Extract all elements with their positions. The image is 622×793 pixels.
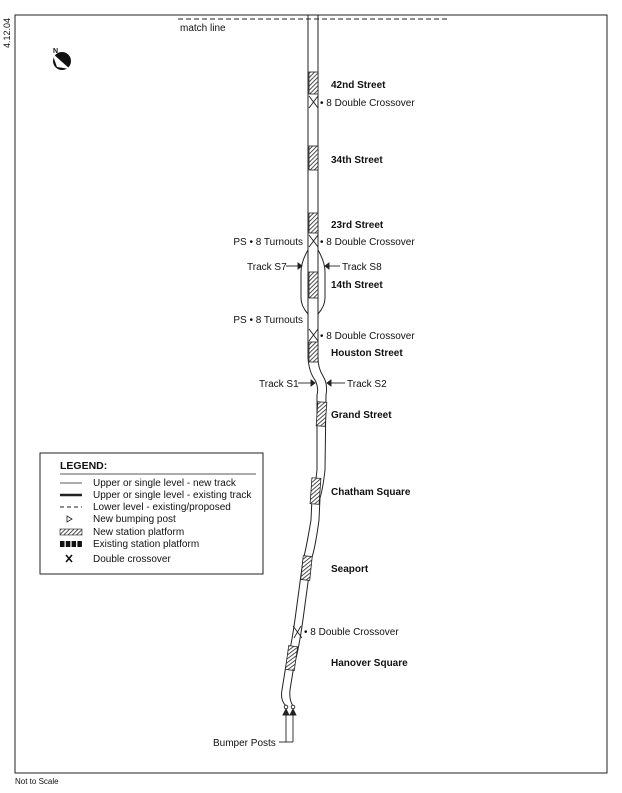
legend-item-lower-level: Lower level - existing/proposed — [93, 502, 231, 513]
legend-item-existing-platform: Existing station platform — [93, 539, 199, 550]
svg-text:N: N — [53, 48, 58, 55]
platform-chatham-square — [309, 477, 322, 505]
station-label-34th-street: 34th Street — [331, 155, 383, 166]
legend-item-existing-track: Upper or single level - existing track — [93, 490, 252, 501]
annotation-crossover-42nd: • 8 Double Crossover — [320, 98, 415, 109]
crossover-42nd — [308, 95, 319, 109]
bumper-posts-leader — [279, 707, 297, 743]
annotation-crossover-seaport: • 8 Double Crossover — [304, 627, 399, 638]
station-label-23rd-street: 23rd Street — [331, 220, 384, 231]
bumping-post-icons — [283, 704, 296, 710]
platform-seaport — [300, 555, 313, 581]
annotation-crossover-houston: • 8 Double Crossover — [320, 331, 415, 342]
platform-hanover-square — [284, 645, 299, 672]
station-label-seaport: Seaport — [331, 564, 369, 575]
double-crossovers — [292, 95, 319, 639]
legend-item-new-track: Upper or single level - new track — [93, 478, 237, 489]
legend-title: LEGEND: — [60, 460, 107, 472]
annotation-track-s1: Track S1 — [259, 379, 299, 390]
legend-symbol-new-platform — [59, 528, 83, 536]
station-platforms — [284, 71, 328, 672]
annotation-turnouts-south: PS • 8 Turnouts — [233, 315, 303, 326]
annotation-track-s8: Track S8 — [342, 262, 382, 273]
legend: LEGEND: Upper or single level - new trac… — [39, 452, 264, 575]
footer-not-to-scale: Not to Scale — [15, 777, 59, 786]
annotation-bumper-posts: Bumper Posts — [213, 738, 276, 749]
station-label-chatham-square: Chatham Square — [331, 487, 411, 498]
page-code: 4.12.04 — [2, 18, 12, 48]
platform-houston-street — [308, 341, 319, 363]
annotation-track-s7: Track S7 — [247, 262, 287, 273]
bumping-post-icon — [66, 515, 73, 523]
legend-box — [39, 452, 264, 575]
station-label-hanover-square: Hanover Square — [331, 658, 408, 669]
annotation-track-s2: Track S2 — [347, 379, 387, 390]
crossover-houston — [308, 328, 319, 342]
platform-42nd-street — [308, 71, 319, 95]
platform-23rd-street — [308, 212, 319, 234]
station-label-42nd-street: 42nd Street — [331, 80, 386, 91]
crossover-23rd — [308, 234, 319, 248]
page-frame — [14, 14, 608, 774]
north-arrow-icon: N — [52, 48, 71, 70]
track-s8-loop — [317, 249, 326, 315]
platform-34th-street — [308, 145, 319, 171]
platform-14th-street — [308, 271, 319, 299]
arrow-track-s2 — [326, 379, 345, 387]
match-line-label: match line — [180, 23, 226, 34]
legend-symbol-existing-platform — [60, 541, 82, 547]
arrow-track-s8 — [324, 262, 340, 270]
station-label-grand-street: Grand Street — [331, 410, 392, 421]
legend-item-bumping-post: New bumping post — [93, 514, 176, 525]
platform-grand-street — [315, 401, 328, 427]
crossover-seaport — [292, 625, 303, 639]
legend-item-double-crossover: Double crossover — [93, 554, 171, 565]
legend-item-new-platform: New station platform — [93, 527, 184, 538]
track-lines — [281, 15, 328, 707]
station-label-14th-street: 14th Street — [331, 280, 383, 291]
annotation-turnouts-north: PS • 8 Turnouts — [233, 237, 303, 248]
station-label-houston-street: Houston Street — [331, 348, 403, 359]
arrow-track-s1 — [298, 379, 316, 387]
arrow-track-s7 — [286, 262, 303, 270]
annotation-crossover-23rd: • 8 Double Crossover — [320, 237, 415, 248]
track-s7-loop — [300, 249, 309, 315]
legend-symbol-x-mark — [65, 554, 73, 563]
